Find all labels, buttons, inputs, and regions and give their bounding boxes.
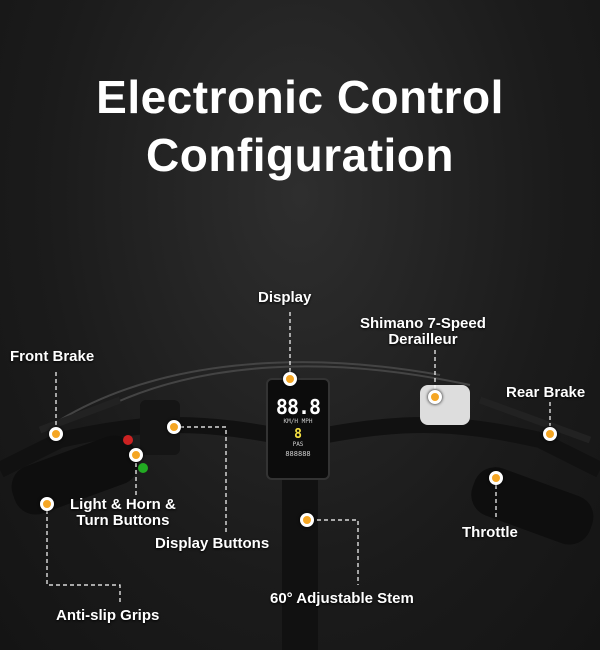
derailleur-marker[interactable]: [428, 390, 442, 404]
light-buttons-marker[interactable]: [129, 448, 143, 462]
title-line-1: Electronic Control: [96, 71, 504, 123]
anti-slip-grips-label: Anti-slip Grips: [56, 607, 160, 624]
front-brake-marker[interactable]: [49, 427, 63, 441]
rear-brake-lever: [478, 396, 592, 444]
right-grip: [471, 467, 594, 545]
light-label-line-2: Turn Buttons: [76, 512, 170, 529]
lcd-display: 88.8 KM/H MPH 8 PAS 888888: [266, 378, 330, 480]
pas-label: PAS: [292, 440, 304, 448]
button-pod: [140, 400, 180, 455]
rear-brake-label: Rear Brake: [506, 384, 586, 401]
turn-button: [138, 463, 148, 473]
light-label-line-1: Light & Horn &: [70, 496, 176, 513]
display-label: Display: [258, 289, 312, 306]
pas-level: 8: [294, 426, 302, 442]
display-marker[interactable]: [283, 372, 297, 386]
title-line-2: Configuration: [146, 129, 454, 181]
grips-marker[interactable]: [40, 497, 54, 511]
speed-unit: KM/H MPH: [283, 418, 313, 425]
throttle-label: Throttle: [462, 524, 518, 541]
display-buttons-marker[interactable]: [167, 420, 181, 434]
shift-cable: [99, 365, 471, 411]
left-grip: [11, 435, 139, 515]
derailleur-label-line-2: Derailleur: [388, 331, 458, 348]
stem: [282, 480, 318, 650]
derailleur-shifter: [420, 385, 470, 425]
front-brake-lever: [38, 396, 122, 434]
stem-marker[interactable]: [300, 513, 314, 527]
adjustable-stem-label: 60° Adjustable Stem: [270, 590, 414, 607]
throttle-marker[interactable]: [489, 471, 503, 485]
page-title: Electronic Control Configuration: [0, 68, 600, 184]
light-horn-turn-label: Light & Horn & Turn Buttons: [70, 497, 176, 529]
derailleur-label: Shimano 7-Speed Derailleur: [360, 316, 486, 348]
brake-cable: [59, 361, 441, 421]
horn-button: [123, 435, 133, 445]
front-brake-label: Front Brake: [10, 348, 95, 365]
display-buttons-label: Display Buttons: [155, 535, 270, 552]
rear-brake-marker[interactable]: [543, 427, 557, 441]
odometer: 888888: [285, 450, 311, 459]
speed-readout: 88.8: [275, 395, 321, 419]
derailleur-label-line-1: Shimano 7-Speed: [360, 315, 486, 332]
